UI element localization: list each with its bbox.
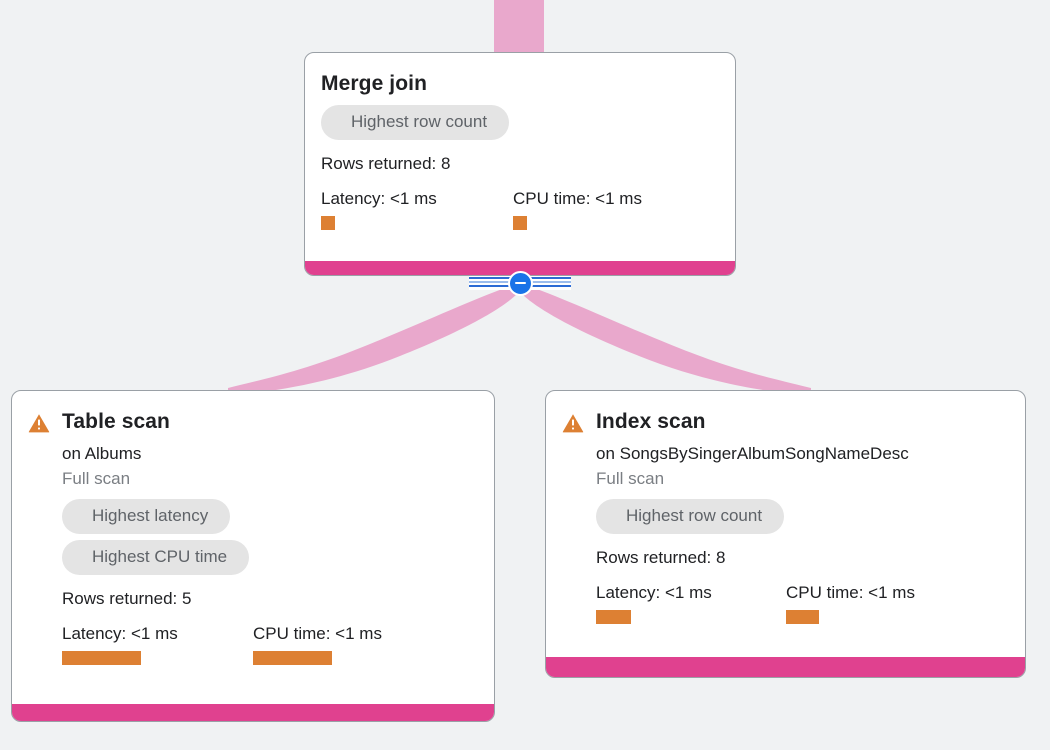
chip-highest-latency[interactable]: Highest latency [62, 499, 231, 534]
node-table-scan-content: on Albums Full scan Highest latency High… [62, 442, 478, 665]
node-index-scan-metrics: Latency: <1 ms CPU time: <1 ms [596, 582, 1009, 624]
metric-cpu-time: CPU time: <1 ms [253, 623, 382, 665]
node-merge-join-content: Highest row count Rows returned: 8 Laten… [321, 105, 719, 230]
node-merge-join-header: Merge join [321, 71, 719, 97]
metric-latency-label: Latency: <1 ms [596, 583, 712, 602]
metric-cpu-time-label: CPU time: <1 ms [253, 624, 382, 643]
node-index-scan-chips: Highest row count [596, 499, 1009, 540]
node-index-scan-scan-type: Full scan [596, 469, 665, 488]
node-table-scan-header: Table scan [28, 409, 478, 435]
node-merge-join[interactable]: Merge join Highest row count Rows return… [304, 52, 736, 276]
node-table-scan-chips: Highest latency Highest CPU time [62, 499, 478, 581]
node-merge-join-rows-returned: Rows returned: 8 [321, 154, 451, 173]
metric-cpu-time-label: CPU time: <1 ms [513, 189, 642, 208]
metric-cpu-time-label: CPU time: <1 ms [786, 583, 915, 602]
node-table-scan-title: Table scan [62, 410, 170, 433]
metric-cpu-time: CPU time: <1 ms [513, 188, 642, 230]
node-table-scan-subtitle: on Albums [62, 444, 142, 463]
node-index-scan-footer-bar [546, 657, 1025, 677]
collapse-subtree-toggle[interactable] [507, 270, 533, 296]
node-table-scan[interactable]: Table scan on Albums Full scan Highest l… [11, 390, 495, 722]
metric-latency: Latency: <1 ms [596, 582, 786, 624]
node-index-scan-header: Index scan [562, 409, 1009, 435]
edge-parent-to-merge-join [494, 0, 544, 53]
chip-highest-cpu-time[interactable]: Highest CPU time [62, 540, 250, 575]
metric-latency: Latency: <1 ms [62, 623, 253, 665]
node-merge-join-body: Merge join Highest row count Rows return… [305, 53, 735, 242]
node-merge-join-chips: Highest row count [321, 105, 719, 146]
metric-latency-bar [596, 610, 631, 624]
metric-latency-bar [62, 651, 141, 665]
metric-latency-bar [321, 216, 335, 230]
metric-cpu-time: CPU time: <1 ms [786, 582, 915, 624]
edge-merge-join-to-table-scan [228, 284, 519, 396]
metric-cpu-time-bar [786, 610, 819, 624]
node-table-scan-rows-returned: Rows returned: 5 [62, 589, 192, 608]
node-merge-join-metrics: Latency: <1 ms CPU time: <1 ms [321, 188, 719, 230]
node-merge-join-title: Merge join [321, 72, 428, 95]
metric-latency: Latency: <1 ms [321, 188, 513, 230]
node-table-scan-scan-type: Full scan [62, 469, 131, 488]
node-table-scan-metrics: Latency: <1 ms CPU time: <1 ms [62, 623, 478, 665]
node-table-scan-footer-bar [12, 704, 494, 721]
metric-cpu-time-bar [513, 216, 527, 230]
node-index-scan-body: Index scan on SongsBySingerAlbumSongName… [546, 391, 1025, 636]
node-index-scan-title: Index scan [596, 410, 706, 433]
chip-highest-row-count[interactable]: Highest row count [321, 105, 510, 140]
node-table-scan-body: Table scan on Albums Full scan Highest l… [12, 391, 494, 677]
metric-latency-label: Latency: <1 ms [321, 189, 437, 208]
node-index-scan-subtitle: on SongsBySingerAlbumSongNameDesc [596, 444, 909, 463]
node-index-scan-content: on SongsBySingerAlbumSongNameDesc Full s… [596, 442, 1009, 624]
edge-merge-join-to-index-scan [520, 284, 811, 396]
metric-cpu-time-bar [253, 651, 332, 665]
collapse-subtree-toggle-wrap[interactable] [469, 270, 571, 296]
warning-triangle-icon [28, 414, 50, 433]
node-index-scan-rows-returned: Rows returned: 8 [596, 548, 726, 567]
warning-triangle-icon [562, 414, 584, 433]
minus-icon [514, 282, 526, 284]
node-index-scan[interactable]: Index scan on SongsBySingerAlbumSongName… [545, 390, 1026, 678]
chip-highest-row-count[interactable]: Highest row count [596, 499, 785, 534]
node-table-scan-warning-slot [28, 409, 62, 433]
node-merge-join-footer-bar [305, 261, 735, 275]
node-index-scan-warning-slot [562, 409, 596, 433]
metric-latency-label: Latency: <1 ms [62, 624, 178, 643]
